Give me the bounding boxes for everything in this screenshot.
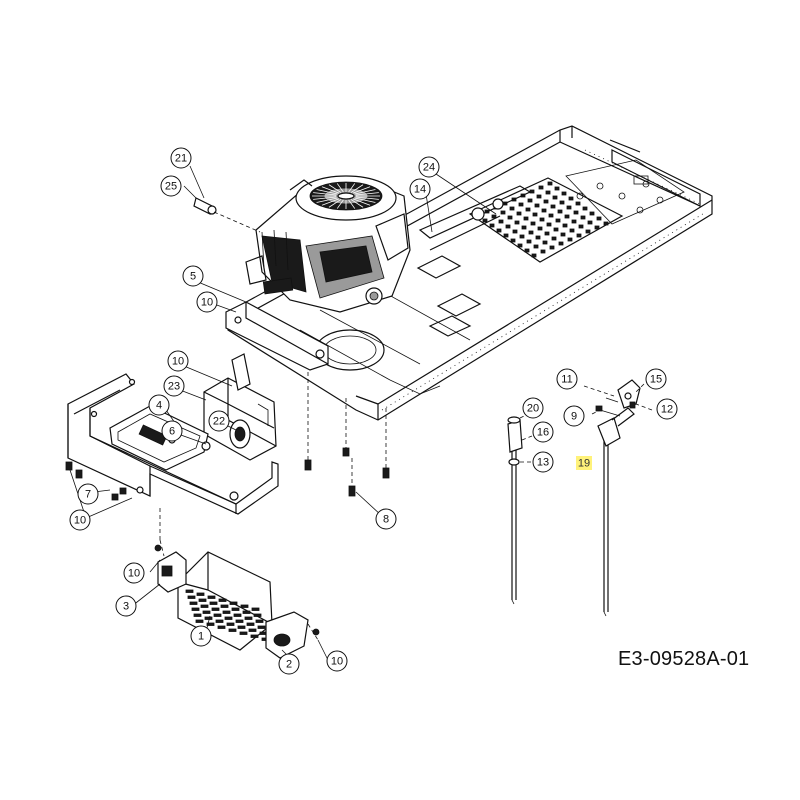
callout-10: 10 bbox=[123, 562, 145, 584]
callout-6: 6 bbox=[161, 420, 183, 442]
callout-label: 14 bbox=[414, 184, 426, 196]
main-frame bbox=[227, 125, 713, 421]
callout-label: 2 bbox=[286, 659, 292, 671]
callout-label: 3 bbox=[123, 601, 129, 613]
lower-guard bbox=[154, 539, 320, 659]
callout-23: 23 bbox=[163, 375, 185, 397]
bumper-hardware bbox=[65, 461, 161, 540]
callout-16: 16 bbox=[532, 421, 554, 443]
callout-label: 10 bbox=[172, 356, 184, 368]
callout-label: 9 bbox=[571, 411, 577, 423]
callout-label: 12 bbox=[661, 404, 673, 416]
callout-label: 6 bbox=[169, 426, 175, 438]
oil-drain-fitting bbox=[193, 197, 261, 233]
callout-label: 25 bbox=[165, 181, 177, 193]
callout-label: 21 bbox=[175, 153, 187, 165]
callout-label: 5 bbox=[190, 271, 196, 283]
callout-label: 16 bbox=[537, 427, 549, 439]
muffler bbox=[203, 353, 277, 461]
callout-10: 10 bbox=[167, 350, 189, 372]
callout-10: 10 bbox=[196, 291, 218, 313]
callout-label: 8 bbox=[383, 514, 389, 526]
callout-22: 22 bbox=[208, 410, 230, 432]
callout-12: 12 bbox=[656, 398, 678, 420]
callout-label: 15 bbox=[650, 374, 662, 386]
callout-24: 24 bbox=[418, 156, 440, 178]
throttle-choke-cables bbox=[507, 379, 653, 617]
engine bbox=[245, 175, 411, 313]
callout-label: 10 bbox=[331, 656, 343, 668]
callout-10: 10 bbox=[69, 509, 91, 531]
callout-label: 23 bbox=[168, 381, 180, 393]
callout-label: 20 bbox=[527, 403, 539, 415]
callout-label: 19 bbox=[578, 458, 590, 470]
callout-label: 13 bbox=[537, 457, 549, 469]
callout-20: 20 bbox=[522, 397, 544, 419]
document-code: E3-09528A-01 bbox=[618, 648, 750, 670]
guard-slots bbox=[185, 589, 270, 641]
callout-label: 22 bbox=[213, 416, 225, 428]
callout-label: 10 bbox=[74, 515, 86, 527]
callout-label: 24 bbox=[423, 162, 435, 174]
callout-9: 9 bbox=[563, 405, 585, 427]
callout-21: 21 bbox=[170, 147, 192, 169]
callout-13: 13 bbox=[532, 451, 554, 473]
callout-25: 25 bbox=[160, 175, 182, 197]
callout-label: 11 bbox=[561, 374, 572, 386]
callout-label: 1 bbox=[198, 631, 204, 643]
callout-5: 5 bbox=[182, 265, 204, 287]
mounting-bolts bbox=[304, 372, 390, 497]
callout-3: 3 bbox=[115, 595, 137, 617]
callout-11: 11 bbox=[556, 368, 578, 390]
callout-10: 10 bbox=[326, 650, 348, 672]
fan-fins bbox=[312, 183, 380, 209]
callout-19: 19 bbox=[576, 456, 592, 470]
callout-15: 15 bbox=[645, 368, 667, 390]
callout-label: 10 bbox=[201, 297, 213, 309]
callout-label: 4 bbox=[156, 400, 162, 412]
callout-label: 10 bbox=[128, 568, 140, 580]
callout-7: 7 bbox=[77, 483, 99, 505]
callout-14: 14 bbox=[409, 178, 431, 200]
callout-1: 1 bbox=[190, 625, 212, 647]
callout-2: 2 bbox=[278, 653, 300, 675]
callout-label: 7 bbox=[85, 489, 91, 501]
rear-bumper bbox=[67, 373, 279, 515]
callout-8: 8 bbox=[375, 508, 397, 530]
callout-4: 4 bbox=[148, 394, 170, 416]
